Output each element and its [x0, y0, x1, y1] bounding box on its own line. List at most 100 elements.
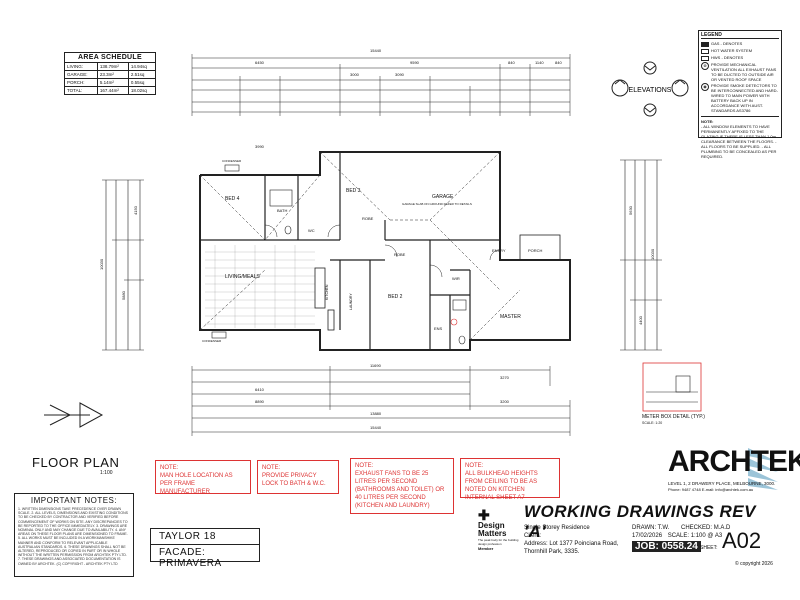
dimension-text: 13880 — [370, 411, 382, 416]
condenser-label: CONDENSER — [222, 159, 242, 163]
legend-notes: NOTE: - ALL WINDOW ELEMENTS TO HAVE PERM… — [701, 116, 779, 159]
legend-item-label: HWS - DENOTES — [711, 55, 744, 60]
room-label: ROBE — [362, 216, 374, 221]
project-name: TAYLOR 18 — [151, 529, 259, 545]
hws-symbol-icon — [701, 56, 709, 61]
area-sq: 18.02sq — [127, 86, 157, 95]
room-label: LIVING/MEALS — [225, 274, 260, 280]
dimension-text: 6410 — [255, 387, 265, 392]
meter-box-detail — [642, 362, 702, 412]
design-matters-line2: Matters — [478, 529, 507, 538]
dimension-text: 3090 — [395, 72, 405, 77]
dimension-text: 840 — [555, 60, 562, 65]
dimension-text: 4400 — [638, 315, 643, 325]
room-label: WC — [308, 228, 315, 233]
important-notes-title: IMPORTANT NOTES: — [30, 496, 118, 505]
note-exhaust-fans: NOTE: EXHAUST FANS TO BE 25 LITRES PER S… — [350, 458, 454, 514]
elevations-label: ELEVATIONS — [629, 87, 672, 94]
dimension-text: 3990 — [255, 144, 265, 149]
room-label: LAUNDRY — [349, 293, 353, 310]
legend-item-label: PROVIDE SMOKE DETECTORS TO BE INTERCONNE… — [711, 83, 778, 113]
design-matters-logo: ✚ Design Matters The peak body for the b… — [478, 508, 520, 551]
dimension-text: 5880 — [121, 290, 126, 300]
design-matters-line1: Design — [478, 521, 505, 530]
drawn-by: DRAWN: T.W. — [632, 525, 670, 531]
floor-plan-scale: 1:100 — [100, 470, 113, 476]
dimension-text: 4150 — [133, 205, 138, 215]
garage-note: GARAGE SLAB ON GROUND REFER TO DETAILS — [402, 202, 472, 206]
legend-item: HWS - DENOTES — [701, 55, 779, 61]
legend: LEGEND GAS - DENOTES HOT WATER SYSTEM HW… — [698, 30, 782, 159]
project-address: Address: Lot 1377 Poinciana Road, Thornh… — [524, 541, 619, 555]
meter-box-title: METER BOX DETAIL (TYP.) — [642, 414, 705, 420]
note-bulkhead: NOTE: ALL BULKHEAD HEIGHTS FROM CEILING … — [460, 458, 560, 501]
condenser-label: CONDENSER — [202, 339, 222, 343]
room-label: GARAGE — [432, 194, 454, 200]
dimension-text: 15440 — [370, 425, 382, 430]
archtek-name: ARCHTEK — [668, 445, 800, 478]
elevation-marker-icon — [671, 79, 689, 97]
dimension-text: 3200 — [500, 399, 510, 404]
smoke-detector-icon: ◉ — [701, 83, 709, 91]
room-label: WIR — [452, 276, 460, 281]
dimension-text: 3270 — [500, 375, 510, 380]
sheet-number: A02 — [722, 528, 762, 553]
gas-symbol-icon — [701, 42, 709, 47]
note-manhole: NOTE: MAN HOLE LOCATION AS PER FRAME MAN… — [155, 460, 251, 495]
room-label: BATH — [277, 208, 287, 213]
room-label: ROBE — [394, 252, 406, 257]
job-number: JOB: 0558.24 — [632, 541, 701, 552]
important-notes-body: 1. WRITTEN DIMENSIONS TAKE PRECEDENCE OV… — [18, 507, 128, 566]
legend-item: GAS - DENOTES — [701, 41, 779, 47]
archtek-contact: Phone: 9487 4748 E-mail: info@archtek.co… — [668, 487, 754, 492]
dimension-text: 10030 — [650, 248, 655, 260]
archtek-logo — [668, 444, 780, 497]
legend-notes-title: NOTE: — [701, 119, 714, 124]
sheet-label: SHEET: — [700, 545, 718, 551]
legend-item-label: GAS - DENOTES — [711, 41, 743, 46]
dimension-text: 11690 — [370, 363, 382, 368]
room-label: BED 4 — [225, 196, 240, 202]
room-label: MASTER — [500, 314, 521, 320]
dimension-text: 840 — [508, 60, 515, 65]
legend-item: ◉PROVIDE SMOKE DETECTORS TO BE INTERCONN… — [701, 83, 779, 113]
legend-item: HOT WATER SYSTEM — [701, 48, 779, 54]
drawing-date-scale: 17/02/2026 SCALE: 1:100 @ A3 — [632, 532, 722, 540]
project-type: Single Storey Residence — [524, 525, 590, 531]
drawing-scale: SCALE: 1:100 @ A3 — [667, 533, 723, 539]
room-label: BED 2 — [388, 294, 403, 300]
project-facade: FACADE: PRIMAVERA — [159, 547, 222, 569]
copyright: © copyright 2026 — [735, 561, 773, 567]
note-privacy-lock: NOTE: PROVIDE PRIVACY LOCK TO BATH & W.C… — [257, 460, 339, 494]
legend-notes-body: - ALL WINDOW ELEMENTS TO HAVE PERMANENTL… — [701, 124, 777, 159]
design-matters-mark-icon: ✚ — [478, 507, 490, 523]
elevation-marker-icon — [643, 61, 657, 75]
archtek-mark-icon — [748, 448, 778, 490]
hot-water-symbol-icon — [701, 49, 709, 54]
legend-item-label: PROVIDE MECHANICAL VENTILATION ALL EXHAU… — [711, 62, 777, 82]
room-label: KITCHEN — [325, 284, 329, 300]
client-label: Client: — [524, 533, 542, 539]
dimension-text: 15440 — [370, 48, 382, 53]
dimension-text: 10030 — [99, 258, 104, 270]
project-details: Single Storey Residence Client: Address:… — [524, 524, 628, 556]
floor-plan-drawing: BED 4 BATH WC BED 3 ROBE GARAGE LIVING/M… — [99, 48, 662, 436]
design-matters-member: Member — [478, 546, 494, 551]
drawing-date: 17/02/2026 — [632, 533, 663, 539]
dimension-text: 3000 — [350, 72, 360, 77]
meter-box-scale: SCALE: 1:20 — [642, 421, 663, 425]
archtek-address: LEVEL 1, 2 DRAWERY PLACE, MELBOURNE, 300… — [668, 481, 776, 486]
area-schedule-title: AREA SCHEDULE — [64, 52, 156, 62]
north-arrow-icon — [44, 402, 104, 428]
floor-plan-title: FLOOR PLAN — [32, 455, 120, 470]
dimension-text: 9590 — [410, 60, 420, 65]
project-box: TAYLOR 18 FACADE: PRIMAVERA — [150, 528, 260, 569]
dimension-text: 8890 — [255, 399, 265, 404]
legend-title: LEGEND — [701, 33, 779, 39]
room-label: PORCH — [528, 248, 543, 253]
working-drawings-heading: WORKING DRAWINGS REV 'A' — [524, 502, 756, 541]
room-label: ENS — [434, 326, 443, 331]
